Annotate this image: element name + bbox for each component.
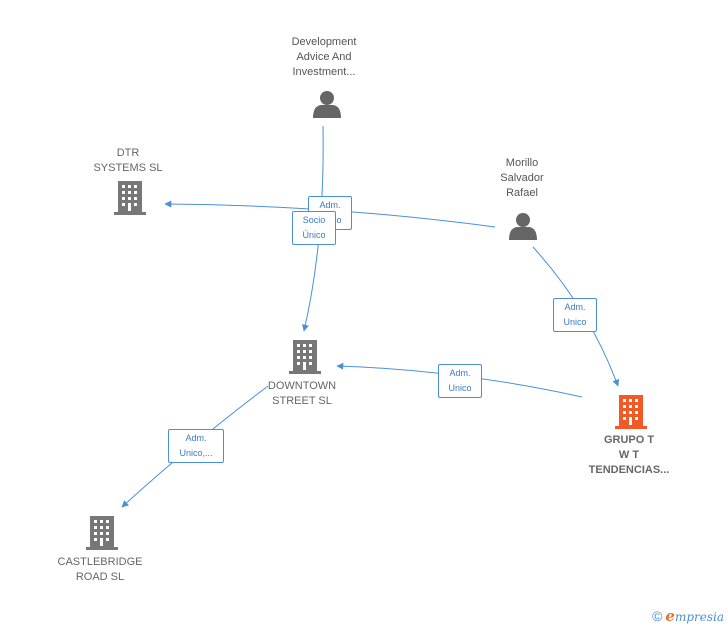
node-label-grupo[interactable]: GRUPO T W T TENDENCIAS...: [588, 434, 670, 476]
node-label-morillo[interactable]: Morillo Salvador Rafael: [500, 157, 544, 199]
edge-label-morillo-grupo[interactable]: Adm. Unico: [553, 298, 597, 332]
copyright-icon: ©: [652, 608, 663, 624]
building-icon[interactable]: [114, 181, 146, 215]
node-label-downtown[interactable]: DOWNTOWN STREET SL: [267, 380, 337, 407]
node-label-development[interactable]: Development Advice And Investment...: [291, 36, 357, 78]
edge-label-downtown-castle[interactable]: Adm. Unico,...: [168, 429, 224, 463]
brand-footer[interactable]: ©empresia: [652, 607, 724, 625]
node-label-castlebridge[interactable]: CASTLEBRIDGE ROAD SL: [57, 556, 143, 583]
person-icon[interactable]: [313, 91, 341, 118]
node-label-dtr[interactable]: DTR SYSTEMS SL: [93, 147, 163, 174]
person-icon[interactable]: [509, 213, 537, 240]
building-icon[interactable]: [289, 340, 321, 374]
building-icon-focus[interactable]: [615, 395, 647, 429]
edge-label-dev-downtown[interactable]: Socio Único: [292, 211, 336, 245]
building-icon[interactable]: [86, 516, 118, 550]
edge-label-grupo-downtown[interactable]: Adm. Unico: [438, 364, 482, 398]
brand-initial: e: [665, 607, 675, 625]
brand-name: mpresia: [674, 610, 724, 624]
